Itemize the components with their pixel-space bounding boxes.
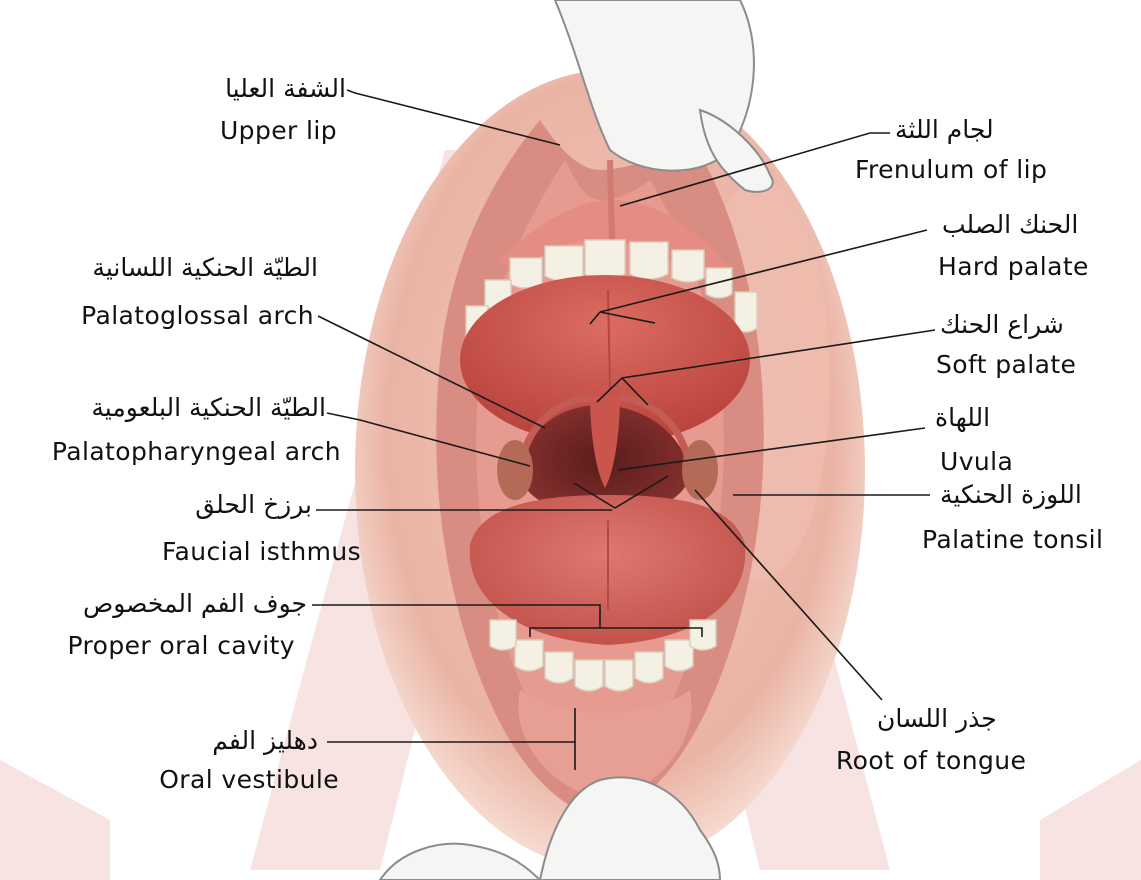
right-tonsil: [682, 440, 718, 500]
frenulum-label-ar: لجام اللثة: [895, 117, 994, 142]
upper-lip-label-en: Upper lip: [220, 118, 337, 143]
oral-cavity-label-ar: جوف الفم المخصوص: [83, 591, 307, 616]
root-tongue-label-ar: جذر اللسان: [877, 706, 997, 731]
palatoglossal-label-ar: الطيّة الحنكية اللسانية: [92, 255, 318, 280]
tonsil-label-en: Palatine tonsil: [922, 527, 1103, 552]
vestibule-label-en: Oral vestibule: [159, 767, 339, 792]
palatopharyngeal-label-en: Palatopharyngeal arch: [52, 439, 341, 464]
uvula-label-en: Uvula: [940, 449, 1013, 474]
palatoglossal-label-en: Palatoglossal arch: [81, 303, 314, 328]
soft-palate-label-ar: شراع الحنك: [940, 312, 1064, 337]
root-tongue-label-en: Root of tongue: [836, 748, 1026, 773]
faucial-label-en: Faucial isthmus: [162, 539, 361, 564]
left-tonsil: [497, 440, 533, 500]
tonsil-label-ar: اللوزة الحنكية: [940, 482, 1082, 507]
frenulum-label-en: Frenulum of lip: [855, 157, 1047, 182]
hard-palate-label-ar: الحنك الصلب: [942, 212, 1078, 237]
upper-lip-label-ar: الشفة العليا: [225, 76, 346, 101]
faucial-label-ar: برزخ الحلق: [195, 492, 312, 517]
vestibule-label-ar: دهليز الفم: [212, 728, 318, 753]
palatopharyngeal-label-ar: الطيّة الحنكية البلعومية: [91, 395, 326, 420]
uvula-label-ar: اللهاة: [935, 405, 990, 430]
oral-cavity-label-en: Proper oral cavity: [67, 633, 295, 658]
soft-palate-label-en: Soft palate: [936, 352, 1076, 377]
hard-palate-label-en: Hard palate: [938, 254, 1089, 279]
frenulum: [610, 160, 612, 240]
